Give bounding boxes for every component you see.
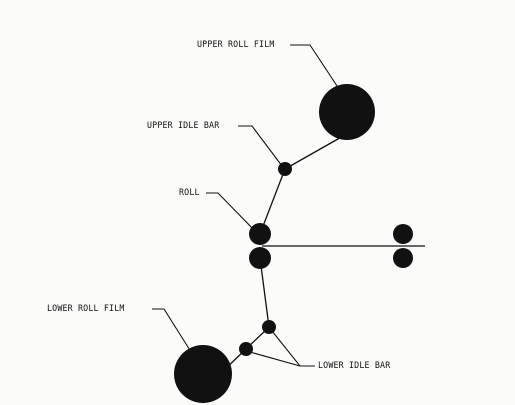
label-lower-idle-bar: LOWER IDLE BAR bbox=[318, 361, 391, 371]
lower-roll-film bbox=[174, 345, 232, 403]
label-lower-roll-film: LOWER ROLL FILM bbox=[47, 304, 125, 314]
leader-lower-idle-bar-2 bbox=[249, 351, 301, 367]
lower-idle-bar-lower bbox=[239, 342, 253, 356]
leader-upper-idle-bar bbox=[238, 125, 283, 167]
label-roll: ROLL bbox=[179, 188, 200, 198]
output-roll-lower bbox=[393, 248, 413, 268]
output-roll-upper bbox=[393, 224, 413, 244]
leader-roll bbox=[206, 192, 257, 233]
leader-upper-roll-film bbox=[290, 44, 344, 96]
leader-lower-roll-film bbox=[152, 308, 194, 356]
upper-roll-film bbox=[319, 84, 375, 140]
lower-film-line-to-roll bbox=[259, 257, 270, 328]
lower-idle-bar-upper bbox=[262, 320, 276, 334]
upper-film-line-to-roll bbox=[259, 168, 286, 235]
leader-lower-idle-bar-1 bbox=[271, 330, 315, 367]
label-upper-roll-film: UPPER ROLL FILM bbox=[197, 40, 275, 50]
upper-idle-bar bbox=[278, 162, 292, 176]
roll-upper bbox=[249, 223, 271, 245]
roll-lower bbox=[249, 247, 271, 269]
label-upper-idle-bar: UPPER IDLE BAR bbox=[147, 121, 220, 131]
